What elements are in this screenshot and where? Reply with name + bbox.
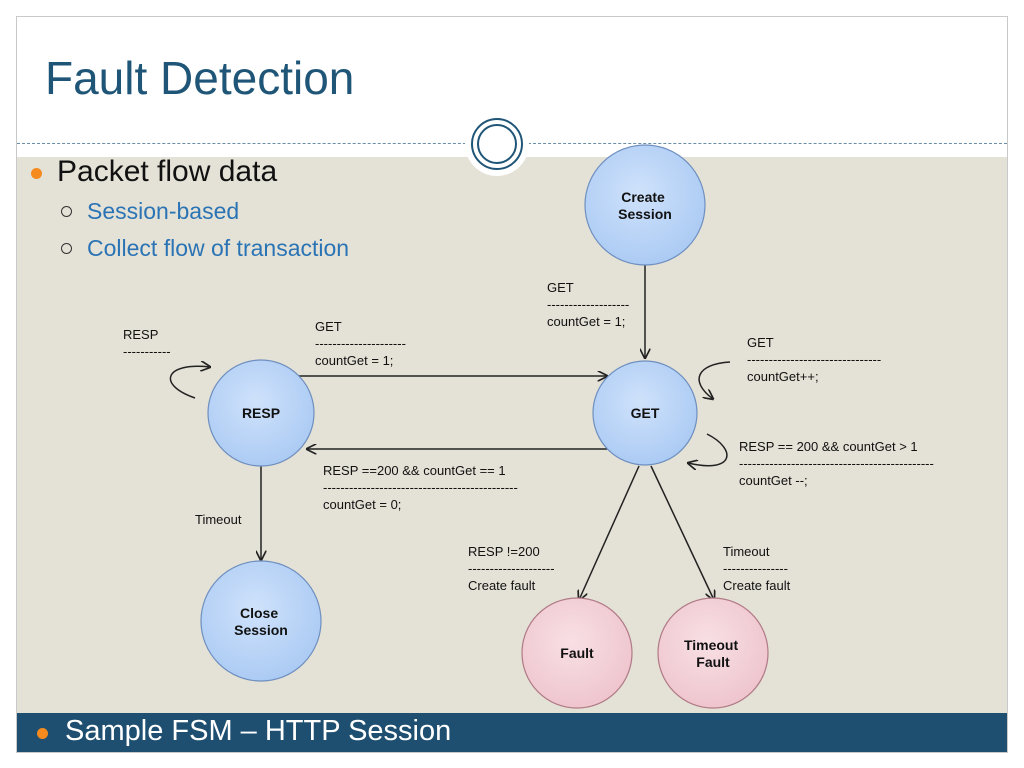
state-label: Timeout — [684, 637, 739, 653]
svg-text:Close Session: Close Session — [234, 605, 288, 638]
edge-get-to-timeout-fault — [650, 465, 714, 600]
svg-text:Create Session: Create Session — [618, 189, 672, 222]
transition-label-get-to-resp: RESP ==200 && countGet == 1 ------------… — [323, 463, 521, 512]
bullet-dot-icon — [37, 728, 48, 739]
title-medallion-icon — [465, 112, 529, 176]
transition-label-get-self-resp: RESP == 200 && countGet > 1 ------------… — [739, 439, 937, 488]
state-label: GET — [631, 405, 660, 421]
edge-get-to-fault — [579, 465, 640, 600]
state-label: Fault — [560, 645, 594, 661]
state-create-session: Create Session — [584, 144, 706, 266]
page-title: Fault Detection — [45, 52, 355, 104]
self-loop-resp — [169, 366, 210, 399]
self-loop-get-resp — [688, 433, 728, 466]
transition-label-create-to-get: GET ------------------- countGet = 1; — [547, 280, 633, 329]
sub-bullet-ring-icon — [61, 206, 72, 217]
bullet-list: Packet flow data Session-based Collect f… — [27, 151, 349, 267]
state-label: Create — [621, 189, 665, 205]
transition-label-resp-self: RESP ----------- — [123, 327, 171, 359]
footer-text: Sample FSM – HTTP Session — [65, 715, 452, 747]
sub-bullet-text: Session-based — [87, 198, 240, 224]
bullet-text: Packet flow data — [57, 155, 278, 188]
state-fault: Fault — [521, 597, 633, 709]
state-get: GET — [592, 360, 698, 466]
state-label: Session — [618, 206, 672, 222]
sub-bullet-ring-icon — [61, 243, 72, 254]
state-resp: RESP — [207, 359, 315, 467]
bullet-item: Packet flow data — [27, 151, 349, 193]
svg-text:RESP: RESP — [242, 405, 280, 421]
state-label: Session — [234, 622, 288, 638]
state-timeout-fault: Timeout Fault — [657, 597, 769, 709]
sub-bullet-text: Collect flow of transaction — [87, 235, 350, 261]
self-loop-get — [698, 361, 731, 399]
state-label: RESP — [242, 405, 280, 421]
transition-label-resp-to-close: Timeout — [195, 512, 242, 527]
transition-label-get-to-timeout-fault: Timeout --------------- Create fault — [723, 544, 792, 593]
sub-bullet-item: Session-based — [27, 193, 349, 230]
transition-label-get-to-fault: RESP !=200 -------------------- Create f… — [468, 544, 558, 593]
bullet-dot-icon — [31, 168, 42, 179]
transition-label-resp-to-get: GET --------------------- countGet = 1; — [315, 319, 410, 368]
footer-bar: Sample FSM – HTTP Session — [17, 713, 1007, 752]
state-close-session: Close Session — [200, 560, 322, 682]
state-label: Fault — [696, 654, 730, 670]
fsm-diagram: Create Session GET RESP Close Session — [123, 112, 937, 709]
sub-bullet-item: Collect flow of transaction — [27, 230, 349, 267]
svg-text:GET: GET — [631, 405, 660, 421]
transition-label-get-self: GET ------------------------------- coun… — [747, 335, 885, 384]
svg-text:Timeout Fault: Timeout Fault — [684, 637, 742, 670]
state-label: Close — [240, 605, 278, 621]
svg-text:Fault: Fault — [560, 645, 594, 661]
slide: Fault Detection Packet flow data Session… — [16, 16, 1008, 753]
